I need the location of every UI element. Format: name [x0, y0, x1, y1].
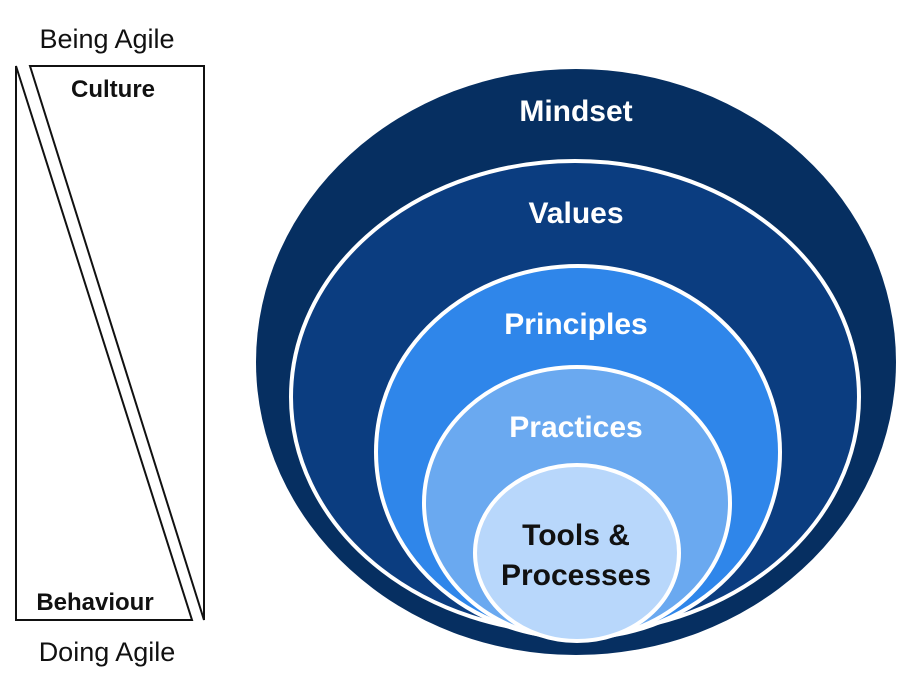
doing-agile-caption: Doing Agile: [39, 637, 176, 667]
being-agile-caption: Being Agile: [39, 24, 174, 54]
processes-label: Processes: [501, 559, 651, 592]
behaviour-wedge: [15, 65, 194, 621]
agile-spectrum-panel: Being Agile Culture Behaviour Doing Agil…: [15, 24, 205, 667]
layer-labels: Mindset Values Principles Practices Tool…: [501, 95, 651, 592]
behaviour-label: Behaviour: [36, 589, 153, 616]
values-label: Values: [528, 197, 623, 230]
practices-label: Practices: [509, 411, 642, 444]
tools-label: Tools &: [522, 519, 630, 552]
principles-label: Principles: [504, 308, 647, 341]
tools-processes-ring: [473, 463, 681, 643]
layer-rings: [256, 69, 896, 655]
culture-label: Culture: [71, 76, 155, 103]
mindset-label: Mindset: [519, 95, 632, 128]
culture-wedge: [28, 65, 205, 621]
